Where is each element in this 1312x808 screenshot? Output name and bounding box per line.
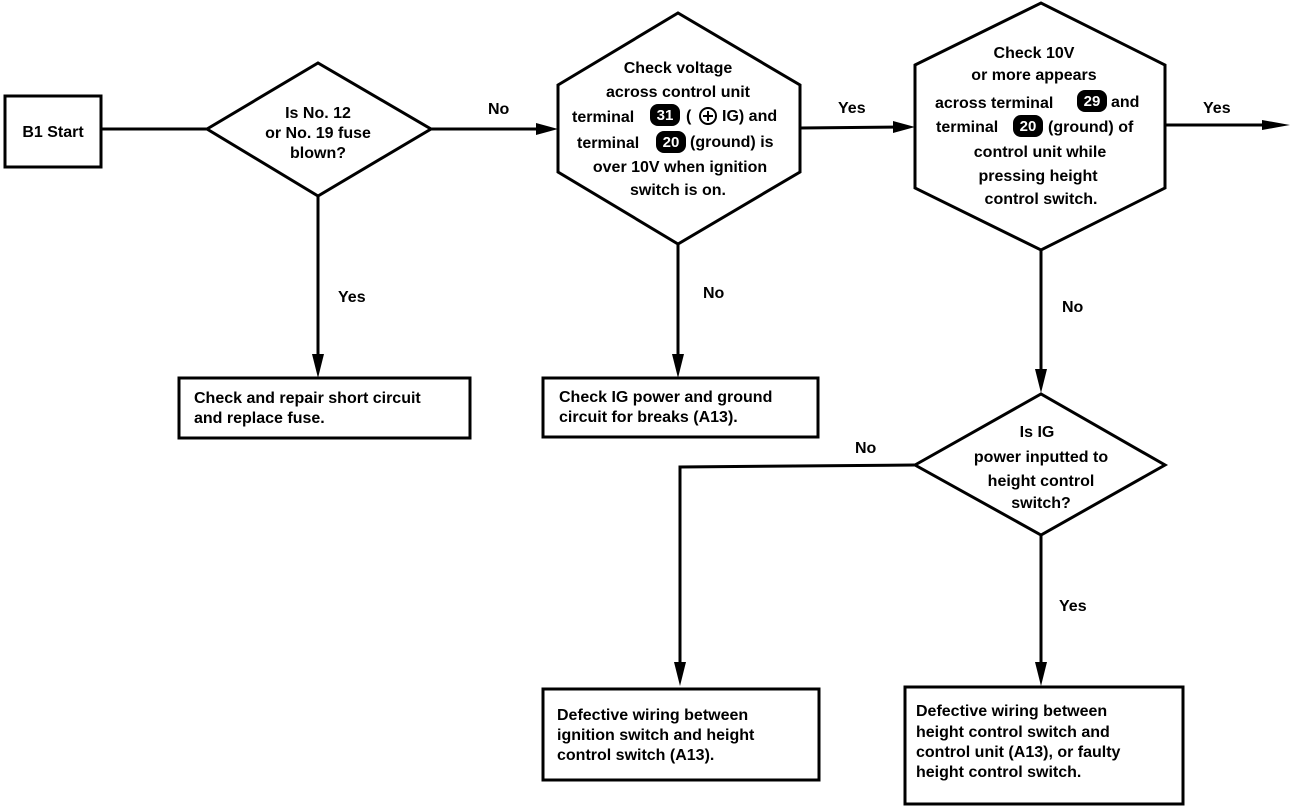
voltage-check-line-1: Check voltage xyxy=(624,60,733,77)
edge-label-switch-yes: Yes xyxy=(1203,100,1231,117)
terminal-31-label: 31 xyxy=(657,107,674,124)
arrowhead-fuse-to-repair xyxy=(312,354,324,378)
terminal-29-badge xyxy=(1077,90,1107,112)
voltage-check-node: Check voltage across control unit termin… xyxy=(556,11,802,246)
terminal-20-badge-b xyxy=(1013,115,1043,137)
voltage-check-line-4-suffix: (ground) is xyxy=(690,134,774,151)
wiring-unit-line-2: height control switch and xyxy=(916,724,1110,741)
terminal-20-label-b: 20 xyxy=(1020,118,1037,135)
check-ig-power-line-1: Check IG power and ground xyxy=(559,389,772,406)
switch-check-line-1: Check 10V xyxy=(994,45,1075,62)
repair-fuse-box: Check and repair short circuit and repla… xyxy=(177,376,472,440)
fuse-question-line-1: Is No. 12 xyxy=(285,105,351,122)
edge-label-fuse-yes: Yes xyxy=(338,289,366,306)
fuse-question-line-2: or No. 19 fuse xyxy=(265,125,371,142)
arrowhead-switch-yes-out xyxy=(1262,120,1290,130)
arrowhead-voltage-to-check-ig xyxy=(672,354,684,378)
switch-check-line-4-prefix: terminal xyxy=(936,119,998,136)
voltage-check-line-5: over 10V when ignition xyxy=(593,159,767,176)
terminal-29-label: 29 xyxy=(1084,93,1101,110)
connector-voltage-to-switch xyxy=(799,125,906,130)
switch-check-line-3-suffix: and xyxy=(1111,94,1139,111)
ig-question-line-1: Is IG xyxy=(1020,424,1055,441)
repair-fuse-line-1: Check and repair short circuit xyxy=(194,390,421,407)
voltage-check-line-3-prefix: terminal xyxy=(572,109,634,126)
fuse-question-line-3: blown? xyxy=(290,145,346,162)
voltage-check-line-6: switch is on. xyxy=(630,182,726,199)
defective-wiring-ignition-box: Defective wiring between ignition switch… xyxy=(541,687,821,782)
edge-label-switch-no: No xyxy=(1062,299,1084,316)
switch-check-line-5: control unit while xyxy=(974,144,1107,161)
start-node: B1 Start xyxy=(3,94,103,169)
defective-wiring-unit-box: Defective wiring between height control … xyxy=(903,685,1185,806)
voltage-check-line-2: across control unit xyxy=(606,84,751,101)
switch-check-line-6: pressing height xyxy=(978,168,1098,185)
edge-label-fuse-no: No xyxy=(488,101,510,118)
edge-label-ig-no: No xyxy=(855,440,877,457)
wiring-ignition-line-1: Defective wiring between xyxy=(557,707,748,724)
voltage-check-line-3-suffix: IG) and xyxy=(722,108,777,125)
wiring-ignition-line-3: control switch (A13). xyxy=(557,747,714,764)
check-ig-power-box: Check IG power and ground circuit for br… xyxy=(541,376,820,439)
start-label: B1 Start xyxy=(22,124,84,141)
terminal-20-label-a: 20 xyxy=(663,134,680,151)
arrowhead-ig-question-to-wiring-unit xyxy=(1035,662,1047,686)
switch-check-line-3-prefix: across terminal xyxy=(935,95,1053,112)
ig-question-line-4: switch? xyxy=(1011,495,1071,512)
ig-power-decision: Is IG power inputted to height control s… xyxy=(911,392,1169,537)
arrowhead-voltage-to-switch xyxy=(893,121,915,133)
arrowhead-ig-question-to-wiring-ignition xyxy=(674,662,686,686)
ig-question-line-2: power inputted to xyxy=(974,449,1108,466)
wiring-unit-line-4: height control switch. xyxy=(916,764,1081,781)
terminal-20-badge-a xyxy=(656,131,686,153)
wiring-unit-line-1: Defective wiring between xyxy=(916,703,1107,720)
repair-fuse-line-2: and replace fuse. xyxy=(194,410,325,427)
wiring-unit-line-3: control unit (A13), or faulty xyxy=(916,744,1121,761)
switch-check-line-7: control switch. xyxy=(985,191,1098,208)
terminal-31-badge xyxy=(650,104,680,126)
voltage-check-line-4-prefix: terminal xyxy=(577,135,639,152)
connector-ig-question-to-wiring-ignition xyxy=(678,463,916,676)
arrowhead-fuse-to-voltage xyxy=(536,123,558,135)
edge-label-ig-yes: Yes xyxy=(1059,598,1087,615)
switch-voltage-check-node: Check 10V or more appears across termina… xyxy=(913,1,1167,252)
plus-circle-icon xyxy=(699,107,717,125)
switch-check-line-2: or more appears xyxy=(971,67,1096,84)
edge-label-voltage-no: No xyxy=(703,285,725,302)
arrowhead-switch-to-ig-question xyxy=(1035,369,1047,393)
check-ig-power-line-2: circuit for breaks (A13). xyxy=(559,409,738,426)
edge-label-voltage-yes: Yes xyxy=(838,100,866,117)
voltage-check-paren: ( xyxy=(686,108,692,125)
ig-question-line-3: height control xyxy=(988,473,1095,490)
fuse-decision: Is No. 12 or No. 19 fuse blown? xyxy=(204,61,434,198)
wiring-ignition-line-2: ignition switch and height xyxy=(557,727,755,744)
switch-check-line-4-suffix: (ground) of xyxy=(1048,119,1134,136)
